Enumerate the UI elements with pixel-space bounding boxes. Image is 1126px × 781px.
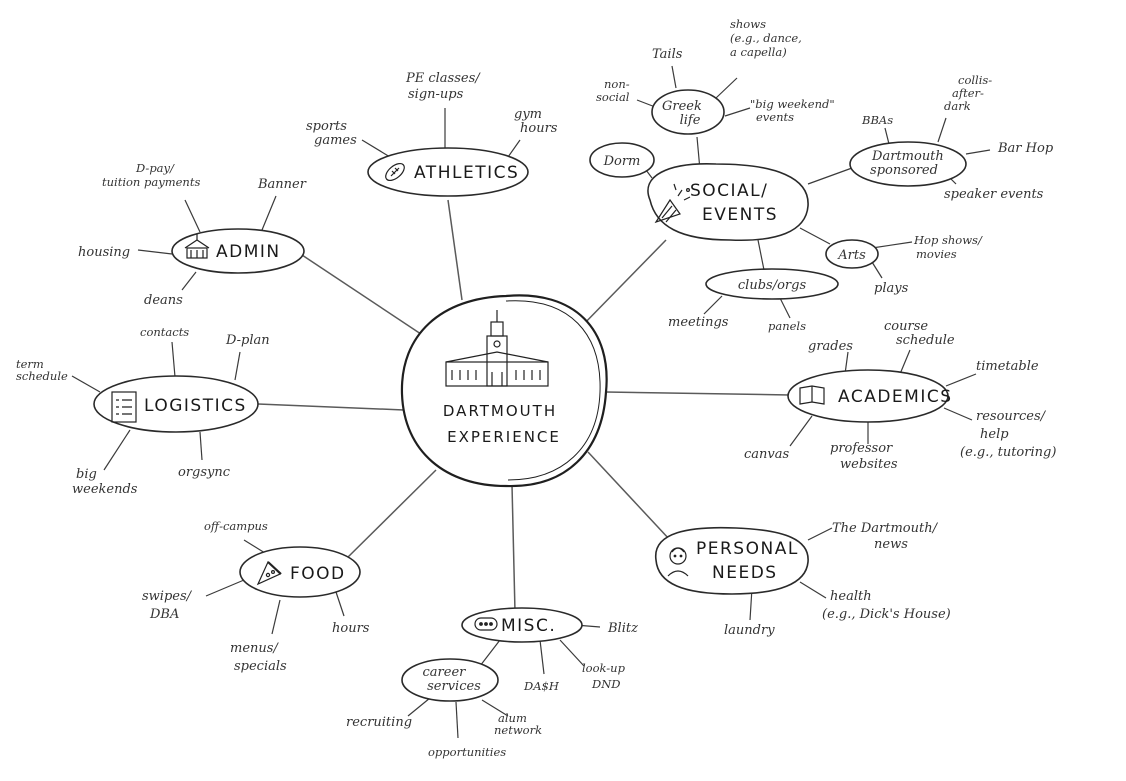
dorm-node[interactable]: Dorm <box>589 142 655 178</box>
food-menus[interactable]: menus/ specials <box>230 641 287 674</box>
social-label-line1: SOCIAL/ <box>690 181 768 201</box>
party-popper-icon <box>654 183 691 224</box>
personal-the-dartmouth-news[interactable]: The Dartmouth/ news <box>832 521 941 552</box>
clubs-orgs-node[interactable]: clubs/orgs <box>705 268 839 300</box>
chat-bubble-icon <box>474 617 498 631</box>
social-meetings[interactable]: meetings <box>668 315 729 330</box>
social-tails[interactable]: Tails <box>652 47 683 62</box>
misc-opportunities[interactable]: opportunities <box>428 745 506 759</box>
social-hop-shows[interactable]: Hop shows/ movies <box>913 233 985 261</box>
social-non-social[interactable]: non- social <box>596 77 633 104</box>
food-label: FOOD <box>290 564 346 584</box>
social-plays[interactable]: plays <box>874 281 909 296</box>
social-label-line2: EVENTS <box>702 205 778 225</box>
checklist-icon <box>111 391 137 423</box>
logistics-node[interactable]: LOGISTICS <box>93 375 259 433</box>
admin-label: ADMIN <box>216 242 281 262</box>
food-off-campus[interactable]: off-campus <box>204 519 268 533</box>
arts-node[interactable]: Arts <box>825 239 879 269</box>
logistics-term-schedule[interactable]: term schedule <box>16 357 68 383</box>
pizza-slice-icon <box>256 560 282 586</box>
athletics-gym-hours[interactable]: gym hours <box>514 107 558 136</box>
career-services-label: career services <box>423 665 482 694</box>
social-collis-after-dark[interactable]: collis- after- dark <box>944 73 996 113</box>
personal-needs-node[interactable]: PERSONAL NEEDS <box>655 526 809 595</box>
career-services-node[interactable]: career services <box>401 658 499 702</box>
book-icon <box>799 385 825 405</box>
athletics-pe-classes[interactable]: PE classes/ sign-ups <box>405 71 484 102</box>
personal-label-line2: NEEDS <box>712 563 778 583</box>
logistics-big-weekends[interactable]: big weekends <box>72 467 138 497</box>
academics-course-schedule[interactable]: course schedule <box>884 319 955 348</box>
misc-recruiting[interactable]: recruiting <box>346 715 412 730</box>
academics-canvas[interactable]: canvas <box>744 447 789 462</box>
admin-node[interactable]: ADMIN <box>171 228 305 274</box>
dartmouth-sponsored-label: Dartmouth sponsored <box>870 149 948 178</box>
social-bar-hop[interactable]: Bar Hop <box>997 141 1054 156</box>
social-big-weekend-events[interactable]: "big weekend" events <box>750 97 838 124</box>
football-icon <box>385 162 405 182</box>
misc-dash[interactable]: DA$H <box>523 679 560 693</box>
center-title-line2: EXPERIENCE <box>447 428 561 446</box>
admin-banner[interactable]: Banner <box>257 177 307 192</box>
person-icon <box>667 547 689 577</box>
social-speaker-events[interactable]: speaker events <box>944 187 1044 202</box>
hub-spokes <box>257 199 791 613</box>
athletics-node[interactable]: ATHLETICS <box>367 147 529 197</box>
admin-deans[interactable]: deans <box>144 293 183 308</box>
greek-life-label: Greek life <box>662 99 706 128</box>
logistics-orgsync[interactable]: orgsync <box>178 465 231 480</box>
logistics-label: LOGISTICS <box>144 396 247 416</box>
dartmouth-sponsored-node[interactable]: Dartmouth sponsored <box>849 141 967 187</box>
admin-dpay[interactable]: D-pay/ tuition payments <box>102 161 200 189</box>
personal-health[interactable]: health (e.g., Dick's House) <box>822 589 951 622</box>
social-bbas[interactable]: BBAs <box>861 113 893 127</box>
academics-professor-websites[interactable]: professor websites <box>830 441 898 472</box>
clubs-orgs-label: clubs/orgs <box>738 278 807 293</box>
academics-node[interactable]: ACADEMICS <box>787 369 953 423</box>
admin-housing[interactable]: housing <box>78 245 130 260</box>
misc-blitz[interactable]: Blitz <box>607 621 638 636</box>
building-icon <box>184 234 210 259</box>
academics-resources-help[interactable]: resources/ help (e.g., tutoring) <box>960 409 1056 460</box>
greek-life-node[interactable]: Greek life <box>651 89 725 135</box>
branch-lines <box>71 65 991 739</box>
athletics-sports[interactable]: sports games <box>306 119 357 148</box>
misc-alum-network[interactable]: alum network <box>494 711 542 737</box>
arts-label: Arts <box>837 248 866 263</box>
athletics-label: ATHLETICS <box>414 163 519 183</box>
academics-grades[interactable]: grades <box>808 339 853 354</box>
center-title-line1: DARTMOUTH <box>443 402 557 420</box>
social-events-node[interactable]: SOCIAL/ EVENTS <box>647 163 809 242</box>
personal-label-line1: PERSONAL <box>696 539 799 559</box>
personal-laundry[interactable]: laundry <box>724 623 775 638</box>
food-hours[interactable]: hours <box>332 621 370 636</box>
food-swipes[interactable]: swipes/ DBA <box>142 589 195 622</box>
dorm-label: Dorm <box>603 154 641 169</box>
social-panels[interactable]: panels <box>768 319 806 333</box>
food-node[interactable]: FOOD <box>239 546 361 598</box>
misc-label: MISC. <box>501 616 556 636</box>
social-shows[interactable]: shows (e.g., dance, a capella) <box>730 17 805 59</box>
center-node[interactable]: DARTMOUTH EXPERIENCE <box>400 294 608 488</box>
dartmouth-hall-icon <box>445 310 549 387</box>
misc-lookup-dnd[interactable]: look-up DND <box>582 661 629 691</box>
academics-label: ACADEMICS <box>838 387 953 407</box>
logistics-contacts[interactable]: contacts <box>140 325 189 339</box>
logistics-dplan[interactable]: D-plan <box>225 333 270 348</box>
misc-node[interactable]: MISC. <box>461 607 583 643</box>
academics-timetable[interactable]: timetable <box>976 359 1039 374</box>
